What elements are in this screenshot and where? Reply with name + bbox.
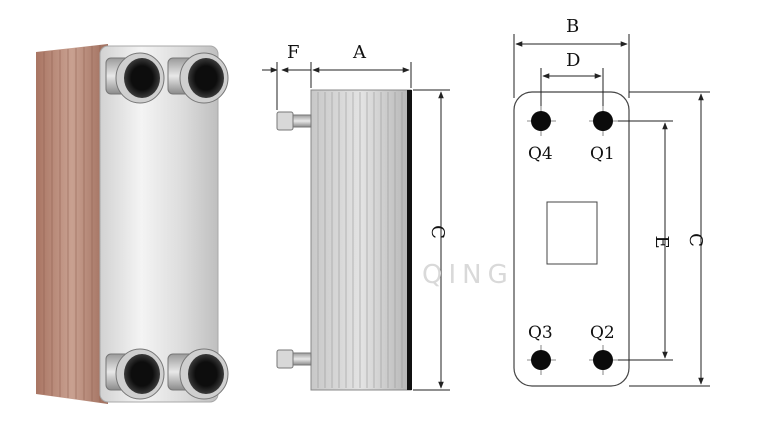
plate-ridges [43, 45, 101, 402]
side-view: F A C [262, 42, 450, 391]
bottom-right-connection [167, 348, 229, 400]
port-q2-label: Q2 [590, 323, 615, 343]
top-right-connection [167, 52, 229, 104]
side-view-bottom-connector [276, 349, 312, 369]
side-view-plate-pack [310, 89, 412, 391]
dimension-c-front-label: C [685, 233, 706, 247]
port-q2-hole [593, 350, 613, 370]
dimension-c-front [629, 91, 710, 387]
dimension-f [262, 62, 312, 110]
dimension-f-label: F [287, 42, 300, 63]
dimension-d [540, 68, 604, 106]
product-render [36, 44, 229, 404]
side-view-end-plate [407, 90, 412, 390]
top-left-connection [105, 52, 165, 104]
port-q3-label: Q3 [528, 323, 553, 343]
port-q4 [527, 106, 556, 136]
front-view: Q4 Q1 Q3 Q2 B D E C [513, 16, 710, 387]
port-q2 [589, 345, 618, 375]
dimension-a [312, 62, 412, 88]
side-view-top-connector [276, 111, 312, 131]
bottom-left-connection [105, 348, 165, 400]
port-q1-label: Q1 [590, 144, 615, 164]
side-view-fins [317, 92, 403, 388]
dimension-d-label: D [566, 50, 580, 71]
dimension-e [618, 120, 673, 361]
front-view-nameplate [546, 201, 598, 265]
dimension-a-label: A [352, 42, 367, 63]
dimension-b [513, 34, 630, 98]
copper-plate-stack [36, 44, 108, 404]
dimension-c-side-label: C [427, 225, 448, 239]
port-q4-hole [531, 111, 551, 131]
dimension-e-label: E [651, 235, 672, 248]
dimension-b-label: B [566, 16, 579, 37]
dimension-c-side [413, 89, 450, 391]
port-q4-label: Q4 [528, 144, 553, 164]
port-q3-hole [531, 350, 551, 370]
port-q1 [589, 106, 618, 136]
port-q3 [527, 345, 556, 375]
port-q1-hole [593, 111, 613, 131]
steel-cover-plate [99, 45, 219, 403]
